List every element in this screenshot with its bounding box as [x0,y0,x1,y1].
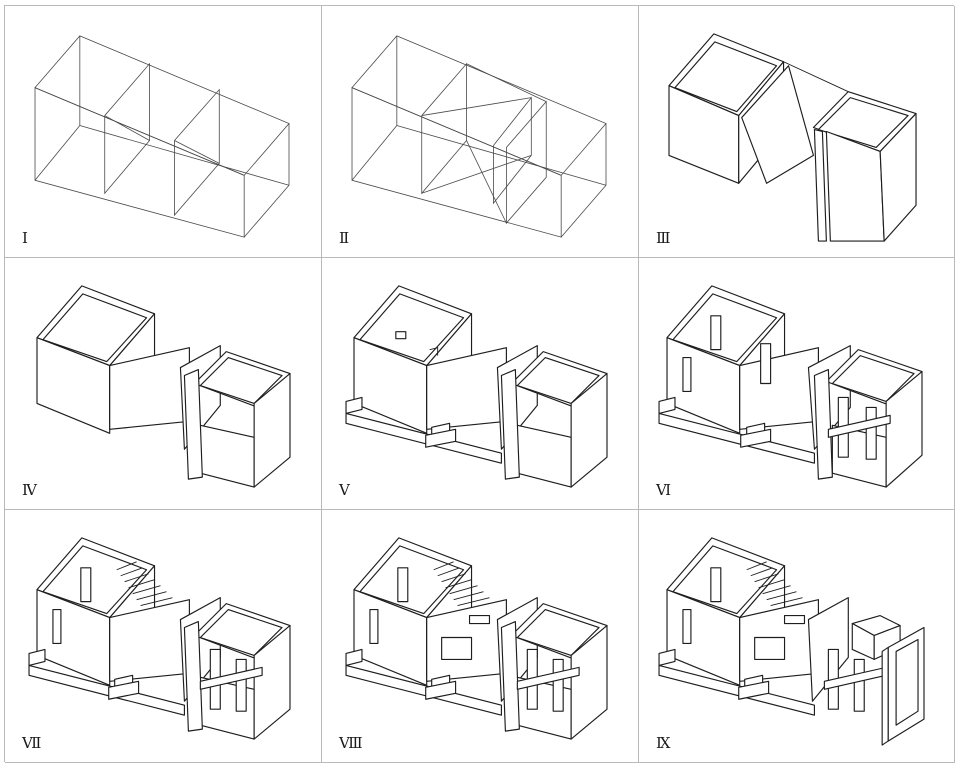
stage-label: Ⅳ [22,481,37,499]
stage-panel-9: Ⅸ [639,510,955,763]
stage-label: Ⅲ [656,229,671,247]
stage-panel-6: Ⅵ [639,258,955,510]
stage-label: Ⅵ [656,481,672,499]
stage-panel-5: Ⅴ [322,258,639,510]
wireframe-volume-drawing [322,6,638,257]
massing-drawing [5,258,321,509]
stage-label: Ⅱ [339,229,350,247]
stage-panel-2: Ⅱ [322,6,639,258]
stage-panel-7: Ⅶ [5,510,322,763]
stage-label: Ⅰ [22,229,28,247]
massing-drawing [322,510,638,762]
massing-drawing [639,510,954,762]
stage-label: Ⅴ [339,481,350,499]
wireframe-volume-drawing [5,6,321,257]
massing-drawing [639,258,954,509]
stage-panel-3: Ⅲ [639,6,955,258]
massing-drawing [322,258,638,509]
massing-drawing [5,510,321,762]
stage-panel-4: Ⅳ [5,258,322,510]
stage-panel-8: Ⅷ [322,510,639,763]
stage-grid: Ⅰ Ⅱ [4,5,955,763]
stage-panel-1: Ⅰ [5,6,322,258]
stage-label: Ⅸ [656,734,671,752]
stage-label: Ⅶ [22,734,42,752]
massing-drawing [639,6,954,257]
stage-label: Ⅷ [339,734,363,752]
